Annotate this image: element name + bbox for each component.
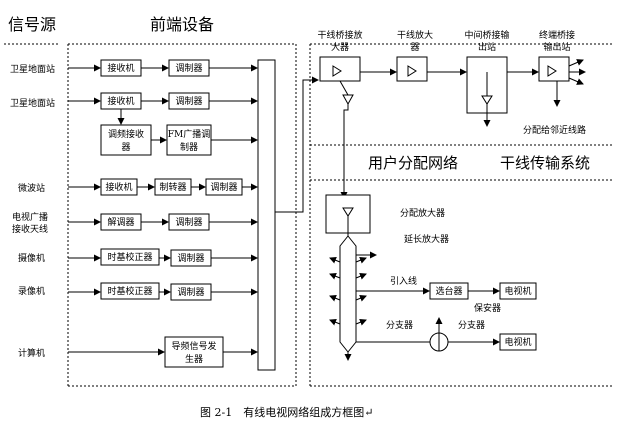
ext-amp-label: 延长放大器 xyxy=(404,233,449,245)
guide-generator-label-line2: 生器 xyxy=(185,353,203,365)
source-satellite-1: 卫星地面站 xyxy=(10,63,55,75)
modulator-label-2: 调制器 xyxy=(175,95,202,107)
splitter-label-2: 分支器 xyxy=(458,319,485,331)
end-bridge-label-line1: 终端桥接 xyxy=(539,29,575,41)
header-front-end: 前端设备 xyxy=(150,15,214,34)
mid-bridge-label-line2: 出站 xyxy=(478,41,496,53)
modulator-label-6: 调制器 xyxy=(177,286,204,298)
header-user-network: 用户分配网络 xyxy=(368,154,458,172)
tv-label-1: 电视机 xyxy=(504,285,531,297)
source-vcr: 录像机 xyxy=(18,285,45,297)
source-satellite-2: 卫星地面站 xyxy=(10,97,55,109)
header-trunk-system: 干线传输系统 xyxy=(500,154,590,172)
receiver-label-1: 接收机 xyxy=(107,62,134,74)
end-bridge-label-line2: 输出站 xyxy=(543,41,570,53)
fm-modulator-box xyxy=(166,124,212,156)
dist-amp-label: 分配放大器 xyxy=(400,207,445,219)
guide-generator-label-line1: 导频信号发 xyxy=(171,340,216,352)
source-computer: 计算机 xyxy=(18,347,45,359)
mixer-box xyxy=(257,59,276,371)
tv-label-2: 电视机 xyxy=(504,336,531,348)
guide-signal-generator-box xyxy=(164,336,224,368)
bridge-output-symbol xyxy=(342,94,354,106)
modulator-label-1: 调制器 xyxy=(175,62,202,74)
header-signal-source: 信号源 xyxy=(8,15,56,34)
trunk-amp-label-line2: 器 xyxy=(410,42,419,53)
bridge-amp-box xyxy=(319,56,361,82)
source-tv-antenna-line1: 电视广播 xyxy=(12,211,48,223)
mid-bridge-symbol xyxy=(481,95,493,105)
converter-label: 制转器 xyxy=(159,181,186,193)
tv-box-1 xyxy=(499,282,537,300)
fm-modulator-label-line1: FM广播调 xyxy=(168,128,210,140)
figure-caption: 图 2-1 有线电视网络组成方框图↵ xyxy=(200,405,373,419)
source-microwave: 微波站 xyxy=(18,182,45,194)
end-bridge-box xyxy=(538,56,570,82)
protector-label: 保安器 xyxy=(474,302,501,314)
splitter-label-1: 分支器 xyxy=(386,319,413,331)
dist-amp-symbol xyxy=(342,207,354,217)
dist-bus-left xyxy=(339,235,349,353)
receiver-label-3: 接收机 xyxy=(105,181,132,193)
trunk-to-distribution-line xyxy=(340,104,349,199)
source-lines xyxy=(68,64,165,356)
fm-modulator-label-line2: 制器 xyxy=(180,141,198,153)
fm-tuner-label-line2: 器 xyxy=(121,142,130,153)
modulator-label-4: 调制器 xyxy=(175,216,202,228)
tbc-label-2: 时基校正器 xyxy=(107,285,152,297)
source-tv-antenna-line2: 接收天线 xyxy=(12,223,48,235)
trunk-amp-label-line1: 干线放大 xyxy=(397,29,433,41)
bridge-amp-symbol xyxy=(332,65,342,77)
demodulator-label: 解调器 xyxy=(107,216,134,228)
tbc-box-2 xyxy=(100,282,160,300)
dist-bus-right xyxy=(347,235,357,353)
fm-tuner-label-line1: 调频接收 xyxy=(108,128,144,140)
modulator-label-5: 调制器 xyxy=(177,252,204,264)
mixer-to-trunk-line xyxy=(296,76,319,213)
bridge-amp-label-line1: 干线桥接放 xyxy=(317,29,362,41)
mid-bridge-label-line1: 中间桥接输 xyxy=(464,29,509,41)
tbc-label-1: 时基校正器 xyxy=(107,251,152,263)
fm-tuner-box xyxy=(100,124,152,156)
trunk-amp-symbol xyxy=(407,65,417,77)
tv-box-2 xyxy=(499,333,537,351)
end-bridge-symbol xyxy=(547,65,557,77)
selector-label: 选台器 xyxy=(435,285,462,297)
bridge-amp-label-line2: 大器 xyxy=(331,41,349,53)
nearby-line-label: 分配给邻近线路 xyxy=(523,124,586,136)
tbc-box-1 xyxy=(100,248,160,266)
drop-line-label: 引入线 xyxy=(390,275,417,287)
receiver-label-2: 接收机 xyxy=(107,95,134,107)
source-camera: 摄像机 xyxy=(18,252,45,264)
modulator-label-3: 调制器 xyxy=(210,181,237,193)
